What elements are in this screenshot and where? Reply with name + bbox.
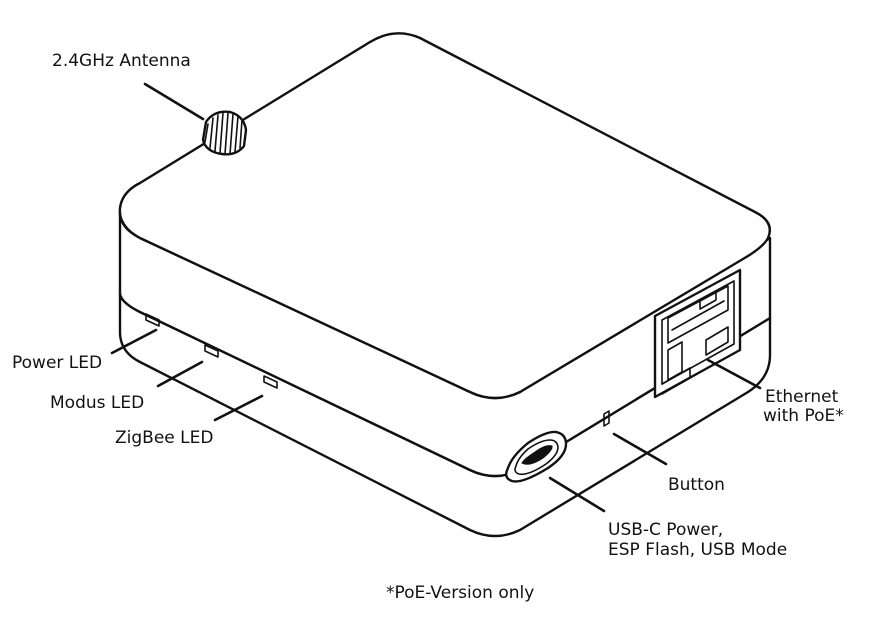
pinhole-button-icon [603,410,610,427]
power-led-window [145,313,160,327]
leader-lines [110,82,762,513]
rj45-port-icon [653,268,742,399]
button-leader [612,432,668,466]
zigbee-led-leader [213,394,264,422]
modus-led-window [204,344,219,358]
zigbee-led-window [263,375,278,389]
device-body [118,32,772,538]
usb-c-port-icon [505,430,568,483]
led-indicator-icon [145,313,278,389]
power-led-label: Power LED [12,353,102,373]
button-label: Button [668,475,725,495]
top-face [118,32,772,400]
labels: 2.4GHz Antenna Power LED Modus LED ZigBe… [12,51,844,603]
ethernet-label-line2: with PoE* [763,406,844,426]
ethernet-leader [706,358,762,390]
usbc-leader [548,476,606,513]
usbc-label-line1: USB-C Power, [608,520,723,540]
ethernet-label-line1: Ethernet [765,387,839,407]
footnote: *PoE-Version only [386,583,534,603]
zigbee-led-label: ZigBee LED [115,428,213,448]
antenna-connector-icon [201,110,248,156]
antenna-leader [143,82,205,121]
modus-led-leader [156,360,204,388]
usbc-label-line2: ESP Flash, USB Mode [608,540,787,560]
power-led-leader [110,328,158,355]
modus-led-label: Modus LED [50,393,144,413]
antenna-label: 2.4GHz Antenna [52,51,191,71]
